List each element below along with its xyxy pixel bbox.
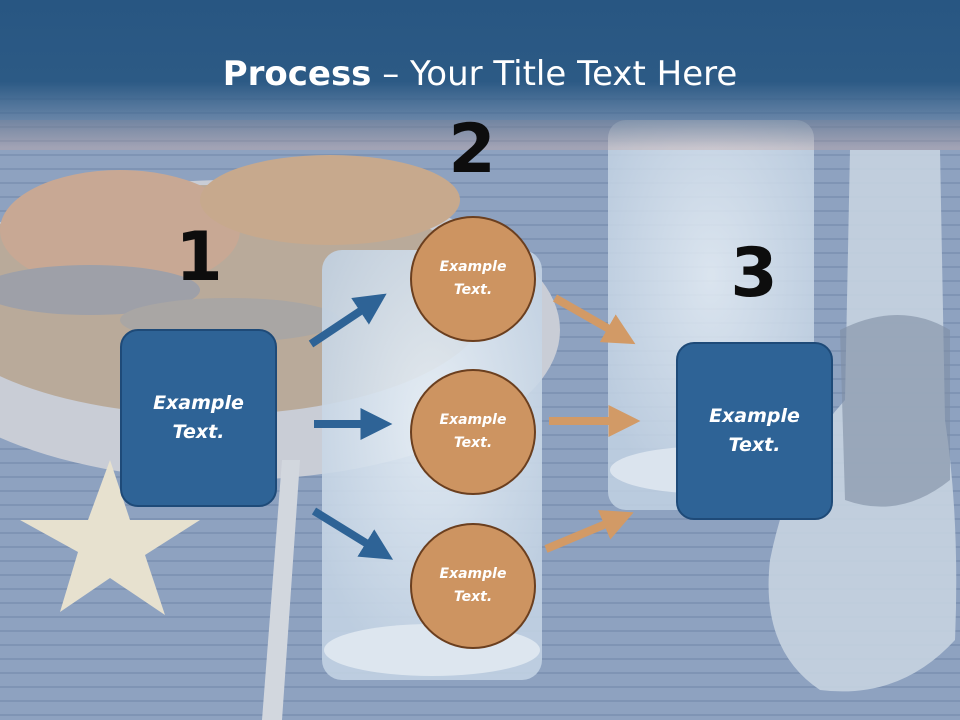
step-number-3: 3 xyxy=(730,234,778,313)
circle-bottom-line2: Text. xyxy=(453,589,493,605)
circle-bottom: Example Text. xyxy=(410,523,536,649)
circle-bottom-label: Example Text. xyxy=(423,563,523,609)
circle-middle-label: Example Text. xyxy=(423,409,523,455)
orange-arrow-up xyxy=(544,509,634,553)
title-band xyxy=(0,0,960,148)
blue-arrow-down xyxy=(311,507,394,560)
right-box-label: Example Text. xyxy=(705,402,805,460)
left-step-box: Example Text. xyxy=(120,329,277,507)
right-step-box: Example Text. xyxy=(676,342,833,520)
circle-bottom-line1: Example xyxy=(439,566,507,582)
title-rest-part: – Your Title Text Here xyxy=(371,54,738,94)
circle-top-label: Example Text. xyxy=(423,256,523,302)
circle-top-line2: Text. xyxy=(453,282,493,298)
circle-middle: Example Text. xyxy=(410,369,536,495)
step-number-1: 1 xyxy=(175,218,223,297)
circle-middle-line2: Text. xyxy=(453,435,493,451)
circle-top-line1: Example xyxy=(439,259,507,275)
blue-arrow-up xyxy=(308,293,387,348)
left-box-line2: Text. xyxy=(172,421,225,443)
circle-top: Example Text. xyxy=(410,216,536,342)
left-box-label: Example Text. xyxy=(149,389,249,447)
circle-middle-line1: Example xyxy=(439,412,507,428)
orange-arrow-down xyxy=(553,294,636,345)
left-box-line1: Example xyxy=(153,392,244,414)
slide-title: Process – Your Title Text Here xyxy=(0,52,960,96)
step-number-2: 2 xyxy=(448,110,496,189)
right-box-line2: Text. xyxy=(728,434,781,456)
title-bold-part: Process xyxy=(222,54,372,94)
right-box-line1: Example xyxy=(709,405,800,427)
